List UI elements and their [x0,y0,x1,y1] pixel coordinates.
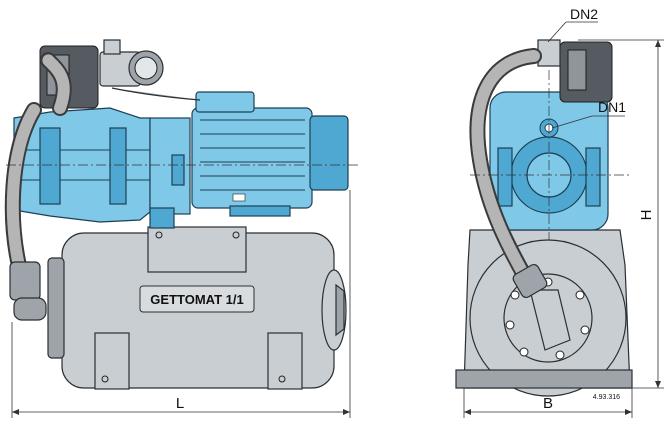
tank-valve [335,283,345,337]
tank-label: GETTOMAT 1/1 [150,292,243,307]
outlet-fitting [103,39,121,55]
dim-width-label: B [543,395,553,412]
housing-rib [39,127,61,205]
port-inlet-label: DN1 [598,99,626,115]
dim-length-label: L [176,395,184,412]
front-rib [497,147,513,207]
tank-end-flange [47,257,65,359]
tank-nameplate [139,285,255,313]
side-view: GETTOMAT 1/1 [4,39,360,418]
motor-fan-cover [309,115,349,191]
port-outlet-label: DN2 [570,6,598,22]
manometer-dial [134,56,158,80]
bracket-bolt [155,231,163,239]
hose-connector [13,297,47,321]
dim-height-label: H [638,210,655,221]
foot-bolt [101,375,109,383]
housing-rib [109,127,127,205]
foot-bolt [278,375,286,383]
tank-foot-left [94,332,130,390]
pump-assembly [13,91,349,229]
front-view: DN2 DN1 B H 4.93.316 [455,6,664,418]
hose-fitting-front [512,263,548,299]
tank-inlet-pipe [529,289,571,351]
motor-plate [232,193,246,202]
front-base-foot [455,369,633,389]
pressure-line [111,87,201,101]
pump-foot [149,207,175,229]
pressure-tank: GETTOMAT 1/1 [47,226,347,390]
hose-elbow [9,261,41,301]
pump-mounting-bracket [147,226,247,273]
adapter-shaft-seal [171,154,185,186]
drawing-reference: 4.93.316 [593,394,620,401]
motor-body [191,107,313,209]
motor-foot [229,205,291,217]
bracket-bolt [232,231,240,239]
front-rib [585,147,601,207]
motor-terminal-box [195,91,255,113]
flange-bolts [505,277,590,360]
